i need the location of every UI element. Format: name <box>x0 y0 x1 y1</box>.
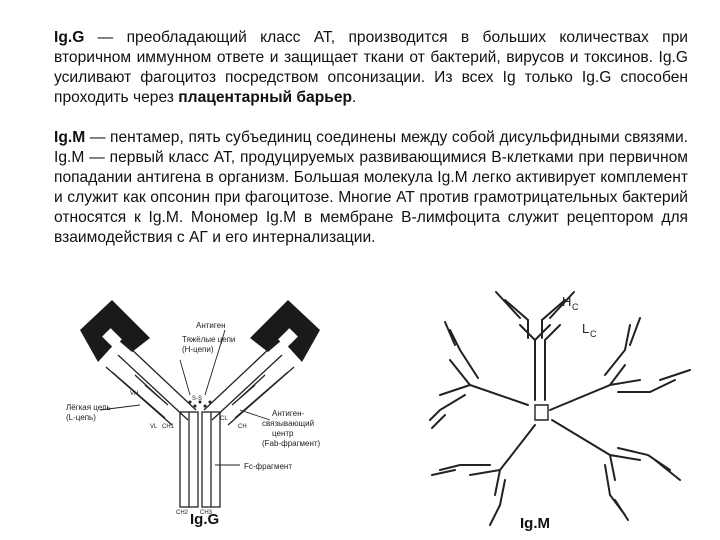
label-s-bond: S-S <box>192 396 202 402</box>
label-domain-vl: VL <box>150 424 158 430</box>
igm-paragraph: Ig.M — пентамер, пять субъединиц соедине… <box>54 128 688 248</box>
right-arm <box>203 345 295 426</box>
label-fc-fragment: Fc-фрагмент <box>244 462 292 471</box>
hinge-disulfide <box>188 400 212 408</box>
igg-text: — преобладающий класс АТ, производится в… <box>54 29 688 106</box>
label-binding-center-3: центр <box>272 429 294 438</box>
antigen-left <box>80 300 150 362</box>
antigen-right <box>250 300 320 362</box>
igm-caption: Ig.M <box>520 515 550 532</box>
igg-end: . <box>352 89 357 106</box>
fc-stem <box>179 411 221 508</box>
label-domain-ch2: CH2 <box>176 510 189 516</box>
label-domain-vh: VH <box>130 391 138 397</box>
label-heavy-chains-2: (Н-цепи) <box>182 345 214 354</box>
placenta-barrier-emphasis: плацентарный барьер <box>178 89 353 106</box>
label-binding-center-1: Антиген- <box>272 409 304 418</box>
label-domain-ch1: CH1 <box>162 424 175 430</box>
igg-term: Ig.G <box>54 29 85 46</box>
label-domain-ch: CH <box>238 424 247 430</box>
igg-caption: Ig.G <box>190 511 220 528</box>
left-arm <box>105 345 197 426</box>
label-domain-cl: CL <box>220 416 228 422</box>
igm-text: — пентамер, пять субъединиц соединены ме… <box>54 129 688 246</box>
igg-paragraph: Ig.G — преобладающий класс АТ, производи… <box>54 28 688 108</box>
label-antigen: Антиген <box>196 321 226 330</box>
label-light-chain-1: Лёгкая цепь <box>66 403 111 412</box>
label-binding-center-4: (Fab-фрагмент) <box>262 439 321 448</box>
label-binding-center-2: связывающий <box>262 419 314 428</box>
label-light-chain-2: (L-цепь) <box>66 413 96 422</box>
label-domain-ch3: CH3 <box>200 510 213 516</box>
label-heavy-chains-1: Тяжёлые цепи <box>182 335 235 344</box>
igm-term: Ig.M <box>54 129 86 146</box>
